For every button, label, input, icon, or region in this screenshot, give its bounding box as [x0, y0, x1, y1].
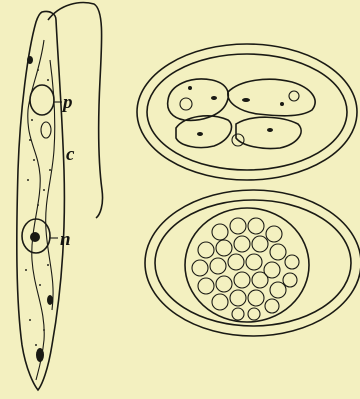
dark-granule	[27, 56, 33, 64]
nucleolus	[30, 232, 40, 242]
label-p: p	[61, 92, 73, 113]
dark-granule	[47, 295, 53, 305]
label-c: c	[66, 144, 75, 165]
label-n: n	[60, 229, 71, 250]
dark-granule	[36, 348, 44, 362]
